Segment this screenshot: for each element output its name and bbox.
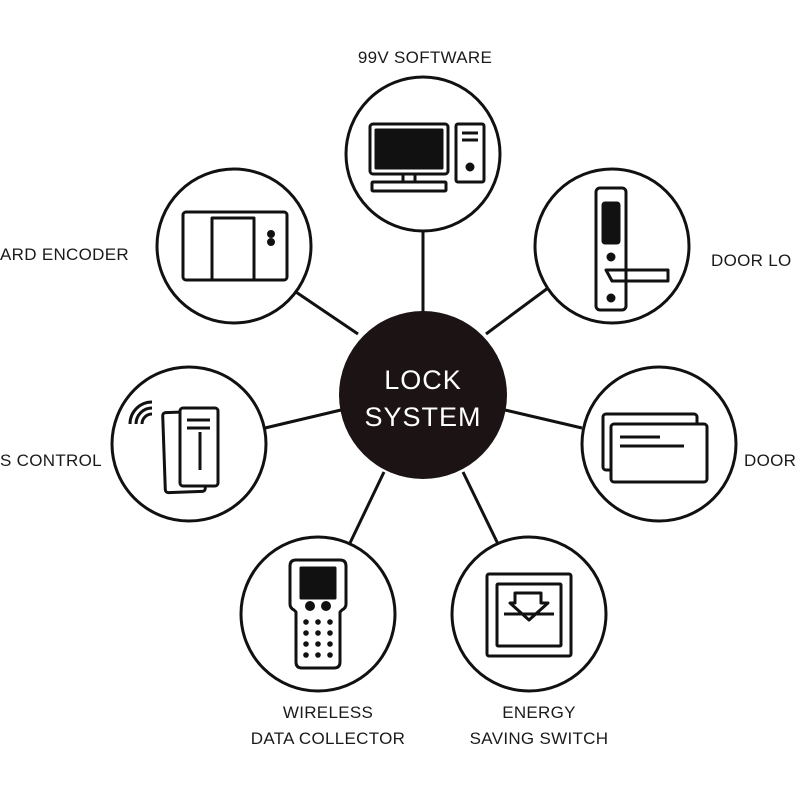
label-energy-switch-line2: SAVING SWITCH: [469, 728, 609, 748]
label-access-control: S CONTROL: [0, 448, 102, 474]
connectors: [264, 232, 583, 545]
access-reader-icon: [128, 400, 220, 495]
connector-door-lock: [485, 286, 549, 336]
label-door-card: DOOR: [744, 448, 796, 474]
label-energy-switch-line1: ENERGY: [502, 703, 576, 722]
connector-door-card: [504, 408, 583, 430]
connector-energy-switch: [461, 471, 500, 545]
label-door-lock-line1: DOOR LO: [711, 251, 792, 270]
center-label-line2: SYSTEM: [364, 402, 482, 432]
label-door-card-line1: DOOR: [744, 451, 797, 470]
center-label-line1: LOCK: [384, 365, 462, 395]
computer-icon: [368, 122, 486, 193]
label-door-lock: DOOR LO: [711, 248, 792, 274]
card-encoder-icon: [181, 210, 289, 282]
label-card-encoder-line1: ARD ENCODER: [0, 245, 129, 264]
label-data-collector: WIRELESS DATA COLLECTOR: [228, 700, 428, 751]
label-energy-switch: ENERGY SAVING SWITCH: [444, 700, 634, 751]
connector-card-encoder: [289, 286, 359, 336]
label-software-line1: 99V SOFTWARE: [357, 48, 493, 67]
center-circle: [339, 311, 507, 479]
handheld-device-icon: [288, 558, 348, 670]
key-cards-icon: [601, 412, 709, 484]
label-data-collector-line2: DATA COLLECTOR: [250, 728, 406, 748]
energy-switch-icon: [485, 572, 573, 658]
label-software: 99V SOFTWARE: [330, 45, 520, 71]
connector-access-control: [264, 408, 342, 430]
circle-door-lock: [533, 167, 691, 325]
door-lock-icon: [594, 186, 670, 312]
label-data-collector-line1: WIRELESS: [282, 703, 374, 722]
label-card-encoder: ARD ENCODER: [0, 242, 129, 268]
label-access-control-line1: S CONTROL: [0, 451, 102, 470]
connector-data-collector: [348, 471, 386, 544]
circle-data-collector: [239, 535, 397, 693]
circle-card-encoder: [155, 167, 313, 325]
